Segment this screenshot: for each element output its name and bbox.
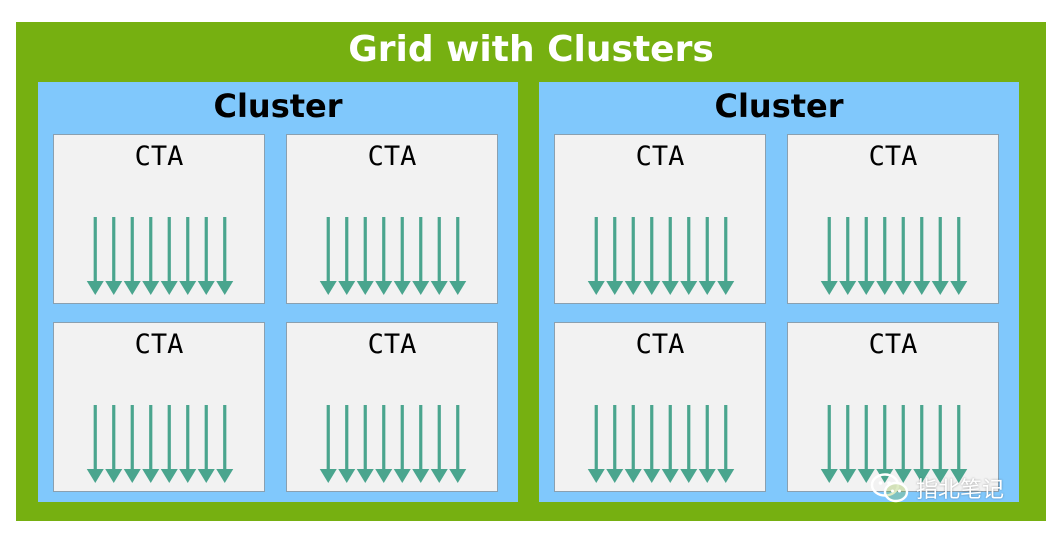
cta-label: CTA	[134, 329, 184, 360]
thread-arrow-head	[820, 281, 838, 295]
thread-arrow-head	[338, 281, 356, 295]
thread-arrow-head	[680, 281, 698, 295]
thread-arrow-head	[338, 469, 356, 483]
thread-arrows	[319, 405, 467, 483]
cta-label: CTA	[635, 329, 685, 360]
thread-arrow-head	[123, 469, 141, 483]
thread-arrow-head	[913, 281, 931, 295]
thread-arrow-head	[857, 469, 875, 483]
thread-arrow-head	[449, 281, 467, 295]
cluster-1: Cluster CTA CTA CTA CTA	[38, 82, 518, 502]
thread-arrow-head	[216, 281, 234, 295]
cta-label: CTA	[134, 141, 184, 172]
thread-arrow-head	[931, 469, 949, 483]
thread-arrow-head	[624, 469, 642, 483]
watermark-text: 指北笔记	[916, 478, 1005, 503]
thread-arrow-head	[931, 281, 949, 295]
thread-arrow-head	[857, 281, 875, 295]
thread-arrow-head	[587, 281, 605, 295]
watermark: 指北笔记	[870, 470, 1004, 506]
cta-block: CTA	[554, 322, 766, 492]
thread-arrow-head	[160, 469, 178, 483]
thread-arrow-head	[356, 281, 374, 295]
thread-arrow-head	[179, 281, 197, 295]
thread-arrow-head	[820, 469, 838, 483]
thread-arrow-head	[412, 281, 430, 295]
cta-block: CTA	[286, 134, 498, 304]
thread-arrow-head	[393, 469, 411, 483]
thread-arrows	[319, 217, 467, 295]
thread-arrows	[587, 405, 735, 483]
grid-container: Grid with Clusters Cluster CTA CTA CTA C…	[16, 22, 1046, 521]
thread-arrow-head	[839, 281, 857, 295]
cta-block: CTA	[554, 134, 766, 304]
thread-arrow-head	[894, 281, 912, 295]
cta-label: CTA	[635, 141, 685, 172]
cta-block: CTA	[53, 134, 265, 304]
cta-block: CTA	[787, 322, 999, 492]
thread-arrow-head	[319, 469, 337, 483]
thread-arrow-head	[123, 281, 141, 295]
thread-arrow-head	[105, 281, 123, 295]
thread-arrow-head	[160, 281, 178, 295]
thread-arrow-head	[876, 469, 894, 483]
thread-arrow-head	[216, 469, 234, 483]
cta-label: CTA	[868, 141, 918, 172]
thread-arrow-head	[717, 281, 735, 295]
thread-arrow-head	[587, 469, 605, 483]
thread-arrow-head	[717, 469, 735, 483]
thread-arrow-head	[430, 469, 448, 483]
thread-arrows	[820, 217, 968, 295]
thread-arrow-head	[839, 469, 857, 483]
cta-label: CTA	[367, 329, 417, 360]
cta-block: CTA	[53, 322, 265, 492]
thread-arrow-head	[179, 469, 197, 483]
cluster-title: Cluster	[714, 87, 844, 125]
thread-arrows	[86, 217, 234, 295]
thread-arrow-head	[698, 281, 716, 295]
thread-arrow-head	[393, 281, 411, 295]
cta-label: CTA	[367, 141, 417, 172]
thread-arrow-head	[105, 469, 123, 483]
thread-arrow-head	[449, 469, 467, 483]
thread-arrows	[86, 405, 234, 483]
thread-arrow-head	[197, 469, 215, 483]
thread-arrow-head	[197, 281, 215, 295]
thread-arrows	[587, 217, 735, 295]
thread-arrow-head	[86, 281, 104, 295]
thread-arrow-head	[430, 281, 448, 295]
thread-arrow-head	[142, 281, 160, 295]
cluster-2: Cluster CTA CTA CTA CTA	[539, 82, 1019, 502]
thread-arrow-head	[319, 281, 337, 295]
thread-arrow-head	[606, 281, 624, 295]
thread-arrow-head	[894, 469, 912, 483]
cluster-title: Cluster	[213, 87, 343, 125]
thread-arrow-head	[661, 469, 679, 483]
grid-title: Grid with Clusters	[348, 29, 714, 70]
wechat-icon	[870, 473, 909, 503]
thread-arrow-head	[698, 469, 716, 483]
thread-arrow-head	[356, 469, 374, 483]
thread-arrow-head	[913, 469, 931, 483]
thread-arrow-head	[680, 469, 698, 483]
thread-arrow-head	[643, 281, 661, 295]
thread-arrow-head	[643, 469, 661, 483]
cta-block: CTA	[286, 322, 498, 492]
thread-arrow-head	[412, 469, 430, 483]
thread-arrow-head	[661, 281, 679, 295]
cta-label: CTA	[868, 329, 918, 360]
thread-arrow-head	[375, 281, 393, 295]
thread-arrow-head	[375, 469, 393, 483]
thread-arrow-head	[86, 469, 104, 483]
thread-arrow-head	[876, 281, 894, 295]
thread-arrow-head	[142, 469, 160, 483]
cta-block: CTA	[787, 134, 999, 304]
thread-arrow-head	[624, 281, 642, 295]
thread-arrow-head	[950, 469, 968, 483]
thread-arrow-head	[606, 469, 624, 483]
thread-arrows	[820, 405, 968, 483]
thread-arrow-head	[950, 281, 968, 295]
